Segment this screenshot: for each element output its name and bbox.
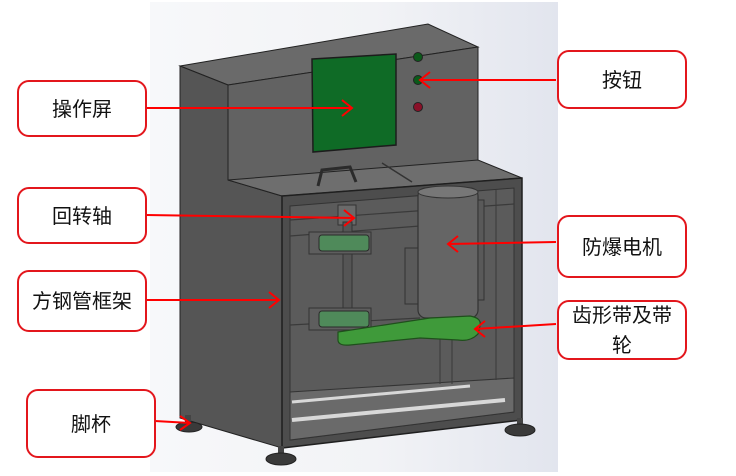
label-leveling-foot: 脚杯 — [26, 389, 156, 458]
label-steel-frame: 方钢管框架 — [17, 270, 147, 332]
arrow-shaft — [145, 209, 356, 227]
explosion-proof-motor — [417, 187, 479, 319]
button-green-top[interactable] — [413, 52, 423, 62]
ledge-handle — [316, 165, 358, 187]
bearing-block-upper — [318, 234, 370, 252]
label-rotary-shaft-text: 回转轴 — [52, 203, 112, 228]
motor-top — [417, 185, 479, 199]
label-motor: 防爆电机 — [557, 215, 687, 278]
operation-screen — [311, 53, 397, 153]
leveling-foot-right — [504, 418, 536, 437]
label-buttons: 按钮 — [557, 50, 687, 109]
label-operation-screen-text: 操作屏 — [52, 96, 112, 121]
label-buttons-text: 按钮 — [602, 67, 642, 92]
label-motor-text: 防爆电机 — [582, 234, 662, 259]
label-steel-frame-text: 方钢管框架 — [32, 289, 132, 313]
leader-arrows — [145, 71, 557, 431]
bottom-rail-2 — [291, 398, 506, 422]
bottom-rail-1 — [291, 384, 471, 404]
arrow-belt — [473, 320, 557, 338]
arrow-button — [418, 71, 556, 89]
label-rotary-shaft: 回转轴 — [17, 187, 147, 244]
timing-belt — [337, 315, 481, 346]
bearing-block-lower — [318, 310, 370, 328]
arrow-frame — [146, 291, 281, 309]
label-leveling-foot-text: 脚杯 — [71, 411, 111, 436]
motor-side-fin — [477, 199, 485, 301]
label-timing-belt: 齿形带及带轮 — [557, 300, 687, 360]
label-operation-screen: 操作屏 — [17, 80, 147, 137]
ledge-divider — [381, 162, 413, 183]
arrow-motor — [446, 235, 557, 253]
label-timing-belt-text: 齿形带及带轮 — [572, 303, 672, 357]
motor-terminal-box — [404, 247, 420, 305]
button-red[interactable] — [413, 102, 423, 112]
leveling-foot-front — [265, 446, 297, 466]
arrow-screen — [146, 99, 354, 117]
arrow-foot — [154, 415, 192, 431]
